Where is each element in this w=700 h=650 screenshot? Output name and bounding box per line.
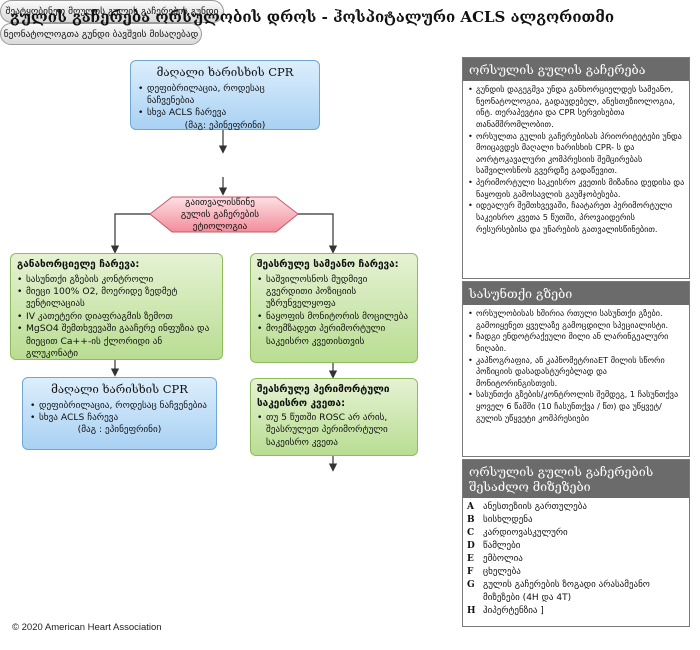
cause-text: კარდიოვასკულური [483,528,568,539]
cause-text: ანესთეზიის გართულება [483,502,587,512]
cpr-bottom-list: დეფიბრილაცია, როდესაც ნაჩვენებია სხვა AC… [30,400,209,425]
list-item: სასუნთქი გზების/კონტროლის შემდეგ, 1 ჩასუ… [467,389,685,424]
decision-line-3: ეტიოლოგია [192,220,248,232]
maternal-interventions-box: განახორციელე ჩარევა: სასუნთქი გზების კონ… [10,253,223,360]
perimortem-list: თუ 5 წუთში ROSC არ არის, შეასრულეთ პერიმ… [257,412,411,449]
perimortem-box: შეასრულე პერიმორტული საკეისრო კვეთა: თუ … [250,378,418,456]
list-item: თუ 5 წუთში ROSC არ არის, შეასრულეთ პერიმ… [257,412,411,449]
list-item: დეფიბრილაცია, როდესაც ნაჩვენებია [138,83,312,108]
cause-text: სისხლდენა [483,515,533,526]
cause-letter: B [467,515,475,526]
obstetric-list: საშვილოსნოს მუდმივი გვერდითი პოზიციის უზ… [257,274,411,349]
list-item: MgSO4 შემთხვევაში გააჩერე ინფუზია და მიე… [17,323,216,360]
cause-letter: F [467,567,474,578]
cause-text: წამლები [483,541,521,552]
maternal-title: განახორციელე ჩარევა: [17,259,140,270]
arrow-decision-to-maternal [110,213,150,254]
cause-letter: G [467,580,475,591]
list-item: ორსულთა გულის გაჩერებისას პრიორიტეტები უ… [467,131,685,178]
panel-airway: სასუნთქი გზები ორსულობისას ხშირია რთული … [462,281,690,457]
cpr-top-box: მაღალი ხარისხის CPR დეფიბრილაცია, როდესა… [130,60,320,131]
cause-text: ჰიპერტენზია ] [483,606,544,617]
panel-causes-title: ორსულის გულის გაჩერების შესაძლო მიზეზები [463,460,689,498]
list-item: სხვა ACLS ჩარევა [30,412,209,425]
obstetric-title: შეასრულე სამეანო ჩარევა: [257,259,399,270]
list-item: ორსულობისას ხშირია რთული სასუნთქი გზები.… [467,308,685,331]
cause-letter: A [467,502,474,512]
neonatal-team-pill: ნეონატოლოგთა გუნდი ბავშვის მისაღებად [0,23,202,45]
perimortem-title: შეასრულე პერიმორტული საკეისრო კვეთა: [257,384,390,409]
cpr-bottom-box: მაღალი ხარისხის CPR დეფიბრილაცია, როდესა… [22,377,217,450]
panel-maternal-arrest-list: გუნდის დაგეგმვა უნდა განხორციელდეს სამეა… [463,81,689,239]
list-item: ჩადგი ენდოტრაქეული მილი ან ლარინგეალური … [467,331,685,354]
list-item: მოემზადეთ პერიმორტული საკეისრო კვეთისთვი… [257,323,411,348]
arrow-decision-to-obstetric [298,213,338,254]
obstetric-interventions-box: შეასრულე სამეანო ჩარევა: საშვილოსნოს მუდ… [250,253,418,363]
maternal-list: სასუნთქი გზების კონტროლი მიეცი 100% O2, … [17,274,216,361]
cpr-top-title: მაღალი ხარისხის CPR [156,65,294,79]
cause-letter: C [467,528,475,539]
cpr-bottom-title: მაღალი ხარისხის CPR [51,382,188,396]
list-item: მიეცი 100% O2, მოერიდე ზედმეტ ვენტილაცია… [17,286,216,311]
cpr-top-sub: (მაგ: ეპინეფრინი) [184,119,266,131]
cause-text: გულის გაჩერების ზოგადი არასამეანო მიზეზე… [483,580,650,604]
panel-maternal-arrest-title: ორსულის გულის გაჩერება [463,58,689,81]
list-item: სასუნთქი გზების კონტროლი [17,274,216,287]
cause-text: ცხელება [483,567,521,578]
panel-causes: ორსულის გულის გაჩერების შესაძლო მიზეზები… [462,459,690,627]
team-pill: შეატყობინეთ მოულის გულის გაჩერების გუნდი [0,0,224,23]
decision-line-1: გაითვალისწინე [185,197,255,208]
list-item: ნაყოფის მონიტორის მოცილება [257,311,411,324]
panel-maternal-arrest: ორსულის გულის გაჩერება გუნდის დაგეგმვა უ… [462,57,690,279]
cause-text: ემბოლია [483,554,523,565]
cpr-bottom-sub: (მაგ : ეპინეფრინი) [77,424,162,436]
list-item: IV კათეტერი დიაფრაგმის ზემოთ [17,311,216,324]
cpr-top-list: დეფიბრილაცია, როდესაც ნაჩვენებია სხვა AC… [138,83,312,121]
copyright: © 2020 American Heart Association [12,622,162,633]
panel-airway-list: ორსულობისას ხშირია რთული სასუნთქი გზები.… [463,305,689,428]
decision-label: გაითვალისწინე გულის გაჩერების ეტიოლოგია [160,197,280,233]
list-item: საშვილოსნოს მუდმივი გვერდითი პოზიციის უზ… [257,274,411,311]
panel-airway-title: სასუნთქი გზები [463,282,689,305]
decision-line-2: გულის გაჩერების [180,208,260,220]
page-title: გულის გაჩერება ორსულობის დროს - ჰოსპიტალ… [10,8,615,26]
list-item: დეფიბრილაცია, როდესაც ნაჩვენებია [30,400,209,413]
list-item: პერიმორტული საკეისრო კვეთის მიზანია დედი… [467,177,685,200]
cause-letter: H [467,606,476,617]
list-item: კაპნოგრაფია, ან კაპნომეტრიაET მილის სწორ… [467,355,685,390]
list-item: გუნდის დაგეგმვა უნდა განხორციელდეს სამეა… [467,84,685,131]
cause-letter: E [467,554,474,565]
list-item: იდეალურ შემთხვევაში, ჩაატარეთ პერიმორტულ… [467,200,685,235]
list-item: სხვა ACLS ჩარევა [138,107,312,120]
cause-letter: D [467,541,475,552]
